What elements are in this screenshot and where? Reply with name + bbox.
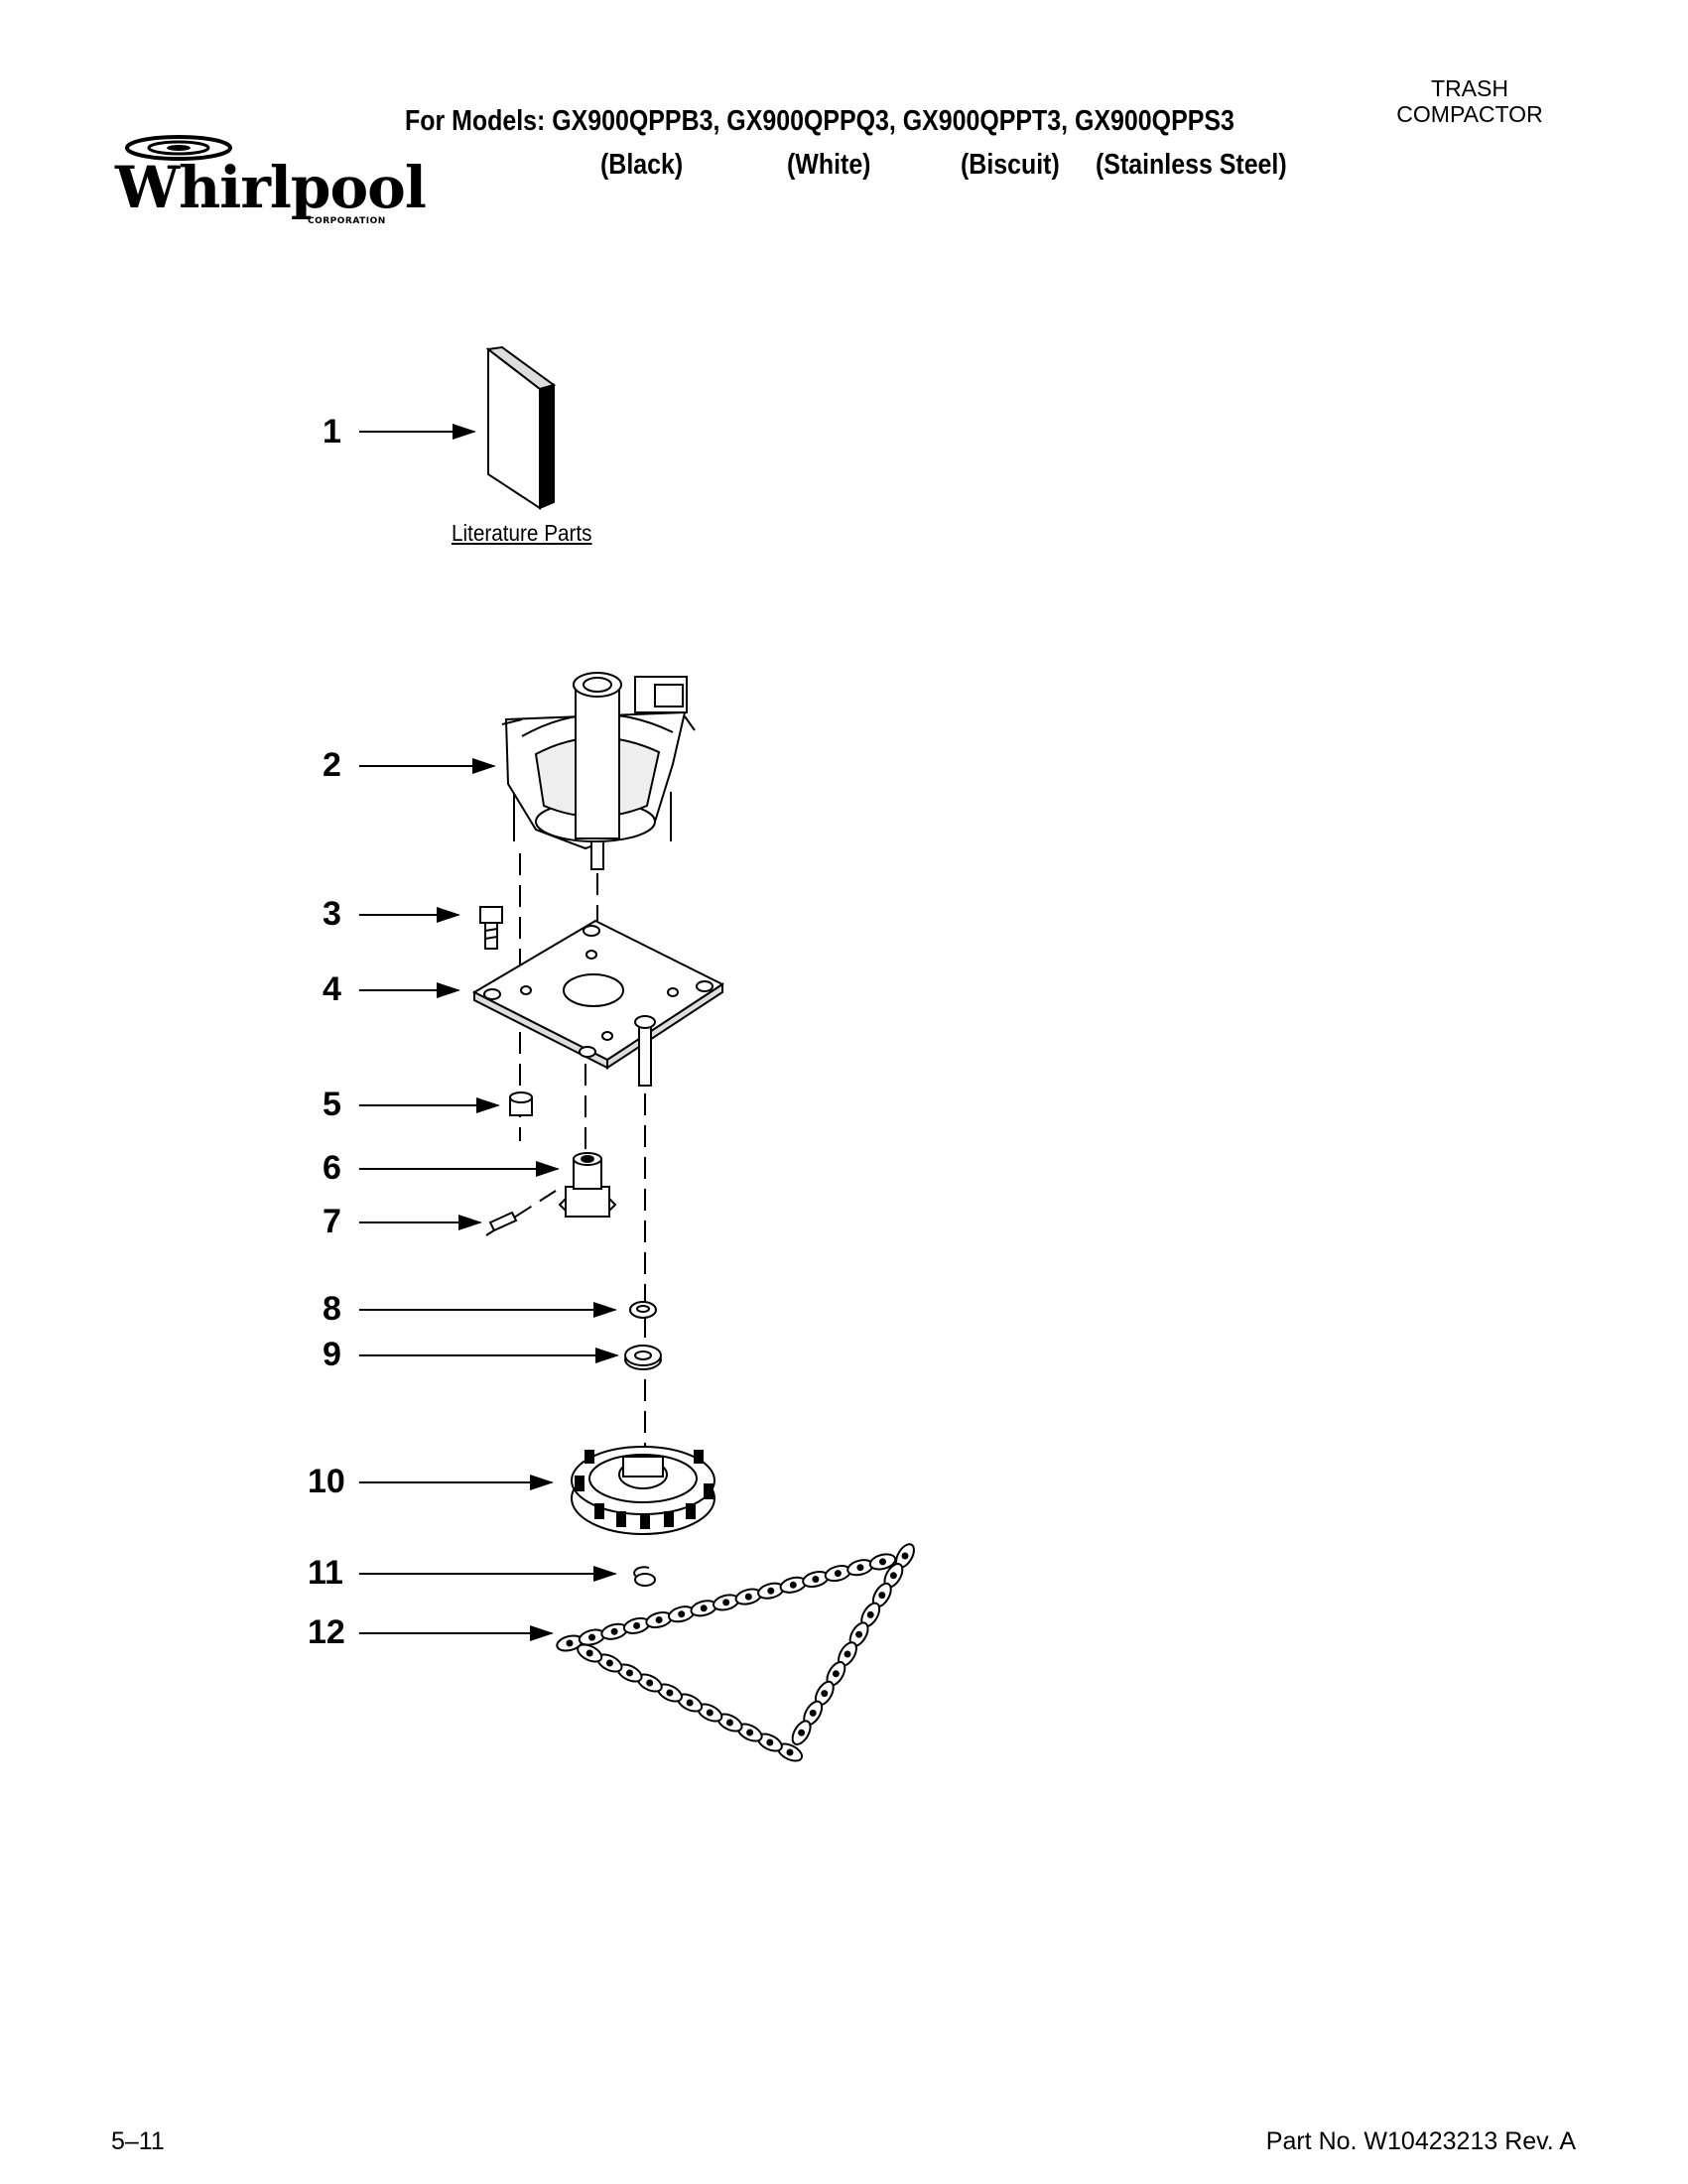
chain-pin: [866, 1610, 874, 1618]
set-screw-part: [488, 1211, 518, 1232]
chain-pin: [646, 1679, 654, 1687]
mounting-plate-part: [471, 919, 725, 1087]
chain-pin: [856, 1564, 864, 1572]
callout-12: 12: [308, 1613, 345, 1651]
chain-pin: [834, 1570, 842, 1578]
callout-7: 7: [323, 1203, 341, 1240]
product-category: TRASH COMPACTOR: [1370, 75, 1569, 127]
chain-pin: [879, 1558, 886, 1566]
literature-parts-label: Literature Parts: [452, 520, 592, 546]
chain-pin: [766, 1738, 774, 1746]
callout-5: 5: [323, 1086, 341, 1123]
chain-pin: [610, 1627, 618, 1635]
chain-pin: [855, 1630, 863, 1638]
part-number: Part No. W10423213 Rev. A: [1265, 2127, 1576, 2155]
chain-pin: [812, 1576, 820, 1583]
chain-pin: [809, 1709, 817, 1717]
nut-part: [509, 1092, 533, 1116]
drive-chain-part: [556, 1543, 915, 1762]
leader-lines: [359, 424, 619, 1641]
chain-pin: [605, 1659, 613, 1667]
models-line: For Models: GX900QPPB3, GX900QPPQ3, GX90…: [405, 105, 1234, 137]
category-line-1: TRASH: [1431, 75, 1508, 101]
chain-pin: [706, 1709, 714, 1717]
logo-swoosh-icon: [125, 135, 232, 161]
color-white: (White): [787, 149, 871, 181]
callout-4: 4: [323, 970, 341, 1008]
callout-1: 1: [323, 413, 341, 450]
color-biscuit: (Biscuit): [961, 149, 1060, 181]
chain-pin: [786, 1748, 794, 1756]
callout-2: 2: [323, 746, 341, 784]
chain-pin: [588, 1633, 595, 1641]
chain-pin: [700, 1605, 708, 1612]
callout-9: 9: [323, 1336, 341, 1373]
page-number: 5–11: [111, 2127, 165, 2155]
chain-pin: [686, 1699, 694, 1707]
drive-sprocket-part: [571, 1446, 715, 1535]
brand-name: Whirlpool: [115, 154, 427, 221]
chain-pin: [722, 1599, 730, 1606]
e-clip-part: [633, 1566, 656, 1587]
callout-11: 11: [308, 1554, 343, 1592]
chain-pin: [633, 1621, 641, 1629]
washer-part: [629, 1301, 657, 1319]
spacer-part: [624, 1345, 662, 1370]
chain-pin: [789, 1581, 797, 1589]
callout-10: 10: [308, 1463, 345, 1500]
color-stainless: (Stainless Steel): [1096, 149, 1287, 181]
chain-pin: [655, 1616, 663, 1623]
chain-pin: [901, 1552, 909, 1560]
motor-part: [501, 672, 696, 870]
chain-pin: [889, 1572, 897, 1580]
chain-pin: [798, 1729, 806, 1736]
chain-pin: [821, 1690, 829, 1698]
color-black: (Black): [600, 149, 684, 181]
chain-pin: [566, 1639, 574, 1647]
chain-pin: [832, 1670, 840, 1678]
callout-6: 6: [323, 1149, 341, 1187]
chain-pin: [744, 1593, 752, 1601]
chain-pin: [726, 1719, 733, 1727]
chain-pin: [585, 1649, 593, 1657]
chain-pin: [844, 1650, 851, 1658]
drive-gear-part: [558, 1152, 617, 1218]
chain-pin: [878, 1592, 886, 1600]
chain-pin: [746, 1729, 754, 1736]
chain-pin: [678, 1610, 686, 1618]
category-line-2: COMPACTOR: [1396, 101, 1543, 127]
chain-pin: [666, 1689, 674, 1697]
callout-3: 3: [323, 895, 341, 933]
chain-pin: [626, 1669, 633, 1677]
callout-8: 8: [323, 1290, 341, 1328]
literature-booklet-icon: [485, 345, 557, 510]
screw-part: [479, 906, 503, 950]
whirlpool-logo: Whirlpool CORPORATION: [109, 129, 427, 238]
brand-sub: CORPORATION: [308, 216, 386, 226]
chain-pin: [767, 1587, 775, 1595]
